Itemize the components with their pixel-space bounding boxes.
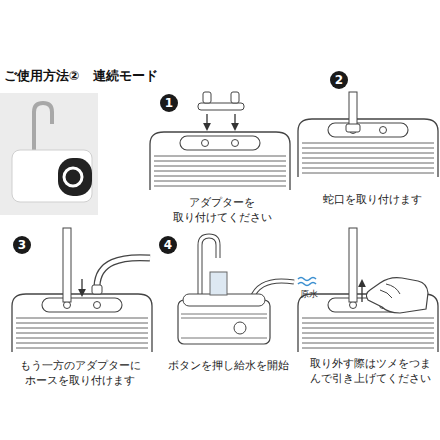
step-number: 1 xyxy=(160,94,178,112)
hose-nozzle xyxy=(92,285,102,294)
hose-outline xyxy=(97,258,150,286)
device-grille xyxy=(181,314,267,338)
device xyxy=(12,294,152,352)
faucet-pipe xyxy=(349,228,357,302)
water-wave xyxy=(298,278,316,281)
photo-body xyxy=(12,150,92,202)
step3-illustration xyxy=(12,228,152,352)
down-arrow xyxy=(234,114,235,127)
hand-fingers xyxy=(380,284,400,298)
adapter-pin xyxy=(231,92,239,103)
step-caption: 蛇口を取り付けます xyxy=(307,192,437,207)
water-source-label: 原水 xyxy=(300,289,318,300)
adapter-plate xyxy=(198,103,244,110)
step-number: 3 xyxy=(13,236,31,254)
photo-ground xyxy=(0,93,98,215)
cup xyxy=(210,272,227,295)
step-number: 4 xyxy=(159,236,177,254)
down-arrow xyxy=(81,279,82,293)
faucet-pipe xyxy=(63,228,71,302)
step-number: 2 xyxy=(330,71,348,89)
water-wave xyxy=(298,283,316,286)
down-arrow xyxy=(206,114,207,127)
hand xyxy=(366,278,428,313)
adapter-pin xyxy=(203,92,211,103)
photo-ring xyxy=(64,168,82,186)
photo-faucet xyxy=(34,103,52,152)
device-body xyxy=(178,300,270,344)
step5-illustration xyxy=(298,228,438,352)
device xyxy=(298,119,438,177)
hose xyxy=(97,258,150,286)
step-caption: 取り外す際はツメをつま んで引き上げてください xyxy=(303,356,437,386)
step2-illustration xyxy=(298,92,438,177)
faucet-pipe xyxy=(349,92,357,128)
step-caption: ボタンを押し給水を開始 xyxy=(163,358,293,373)
page-title: ご使用方法② 連続モード xyxy=(4,68,158,85)
start-button xyxy=(234,322,246,334)
faucet-collar xyxy=(346,124,360,132)
device xyxy=(150,132,290,190)
step-caption: アダプターを 取り付けてください xyxy=(157,195,287,225)
up-arrow xyxy=(361,283,362,302)
photo-display xyxy=(58,158,92,196)
step1-illustration xyxy=(150,92,290,190)
step4-illustration xyxy=(178,236,316,344)
device-top xyxy=(183,294,265,306)
product-photo xyxy=(0,93,98,215)
step-caption: もう一方のアダプターに ホースを取り付けます xyxy=(10,358,150,388)
